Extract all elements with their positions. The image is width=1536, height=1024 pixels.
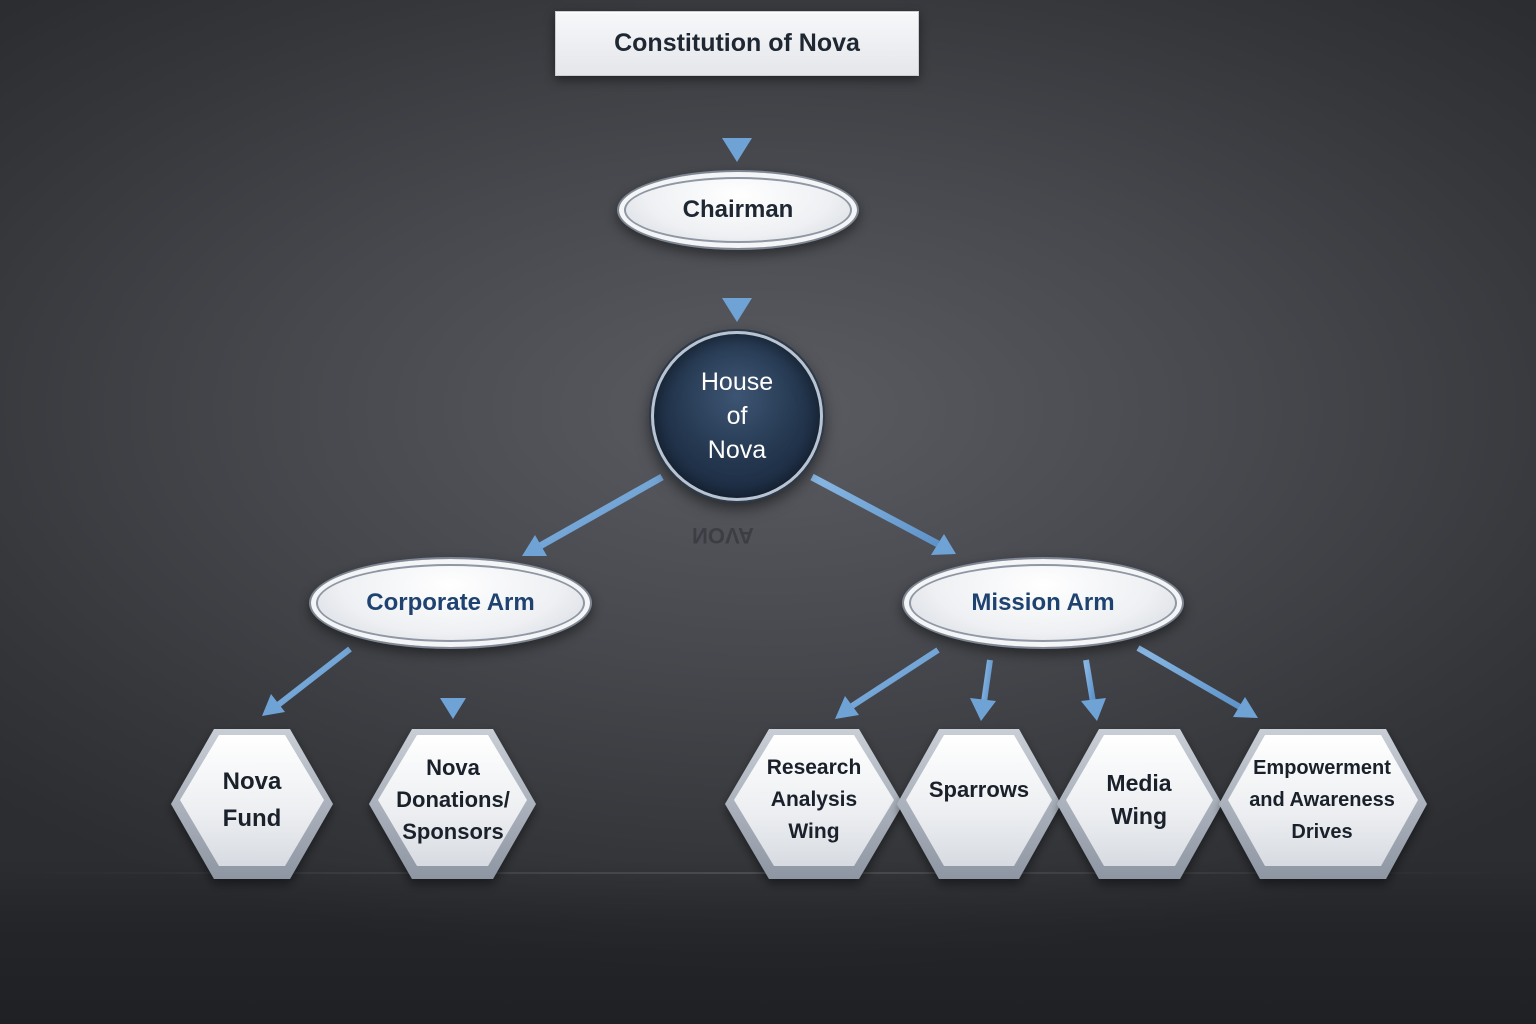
- arrow-chairman-to-house: [722, 265, 752, 322]
- hex-research: [725, 729, 903, 879]
- nova-fund-label: Nova Fund: [222, 768, 282, 832]
- hex-nova-fund: [171, 729, 333, 879]
- arrow-house-to-corporate: [522, 473, 664, 556]
- title-box: Constitution of Nova: [555, 11, 919, 76]
- research-analysis-label: Research Analysis Wing: [766, 756, 862, 843]
- arrow-mission-to-empowerment: [1136, 645, 1258, 718]
- arrows: [262, 92, 1258, 721]
- arrow-corporate-to-fund: [262, 646, 352, 716]
- chairman-node: Chairman: [617, 170, 859, 250]
- arrow-house-to-mission: [810, 473, 956, 555]
- hex-empowerment: [1219, 729, 1427, 879]
- empowerment-label: Empowerment and Awareness Drives: [1249, 757, 1395, 843]
- hex-media: [1057, 729, 1222, 879]
- mission-arm-label: Mission Arm: [971, 589, 1115, 616]
- hexagon-shapes: [171, 729, 1427, 879]
- corporate-arm-label: Corporate Arm: [366, 589, 535, 616]
- mission-arm-node: Mission Arm: [902, 557, 1184, 649]
- nova-donations-label: Nova Donations/ Sponsors: [396, 755, 510, 844]
- arrow-mission-to-research: [835, 647, 940, 719]
- arrow-title-to-chairman: [722, 92, 752, 162]
- sparrows-label: Sparrows: [928, 777, 1030, 802]
- hex-nova-donations: [369, 729, 536, 879]
- house-of-nova-node: House of Nova: [651, 331, 823, 501]
- arrow-mission-to-sparrows: [970, 659, 996, 721]
- hex-sparrows: [897, 729, 1061, 879]
- house-of-nova-label: House of Nova: [700, 368, 774, 464]
- house-reflection: NOVA: [692, 523, 754, 548]
- corporate-arm-node: Corporate Arm: [309, 557, 592, 649]
- media-wing-label: Media Wing: [1106, 770, 1172, 829]
- floor-shadow: [0, 860, 1536, 1024]
- arrow-corporate-to-donations: [440, 664, 466, 719]
- chairman-label: Chairman: [682, 196, 794, 223]
- arrow-mission-to-media: [1081, 659, 1106, 721]
- diagram-title: Constitution of Nova: [614, 29, 860, 57]
